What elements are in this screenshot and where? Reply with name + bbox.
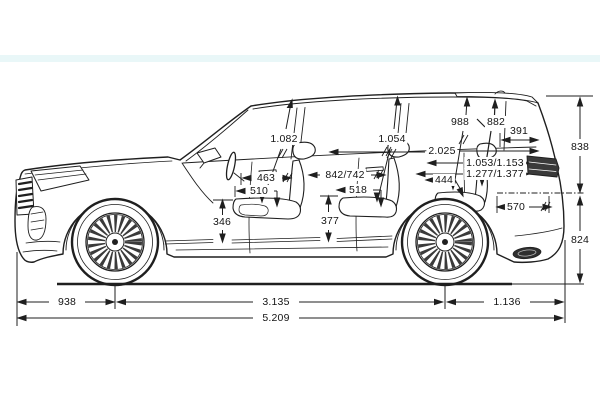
- dashboard-steering: [181, 151, 245, 204]
- dim-label-rear-overhang: 1.136: [491, 295, 523, 309]
- dim-label-row1-headroom: 1.082: [268, 132, 300, 146]
- rear-wheel: [402, 199, 488, 285]
- antenna-fin: [494, 90, 506, 95]
- dim-label-518: 518: [346, 183, 370, 197]
- grille: [15, 176, 35, 216]
- roof-spoiler: [454, 91, 539, 104]
- row2-cushion: [338, 196, 398, 218]
- dim-label-loading-height: 824: [568, 233, 592, 247]
- dim-label-510: 510: [247, 184, 271, 198]
- dim-label-row3-headroom: 988: [448, 115, 472, 129]
- dim-label-570: 570: [504, 200, 528, 214]
- headlight: [30, 165, 90, 192]
- dim-label-cargo-length: 2.025: [426, 144, 458, 158]
- dim-label-spoiler-depth: 391: [509, 124, 529, 137]
- page-divider-band: [0, 55, 600, 62]
- sill-steps: [164, 235, 393, 245]
- front-wheel: [72, 199, 158, 285]
- exhaust-tip: [512, 246, 542, 260]
- dim-label-wheelbase: 3.135: [260, 295, 292, 309]
- side-mirror: [196, 147, 222, 169]
- dim-label-front-overhang: 938: [55, 295, 79, 309]
- dim-label-cargo-length-b: 1.277/1.377: [464, 167, 526, 181]
- dim-label-row2-headroom: 1.054: [376, 132, 408, 146]
- row1-headrest: [292, 141, 316, 160]
- dim-label-cargo-length-a: 1.053/1.153: [464, 156, 526, 170]
- dimension-lines: [16, 95, 593, 326]
- dim-label-346: 346: [210, 215, 234, 229]
- dim-label-463: 463: [254, 171, 278, 185]
- dim-label-opening-height: 838: [568, 140, 592, 154]
- fog-intake: [27, 206, 47, 241]
- dim-label-842-742: 842/742: [323, 168, 367, 182]
- dim-label-cargo-headroom: 882: [484, 115, 508, 129]
- taillight: [526, 155, 560, 178]
- dim-label-377: 377: [318, 214, 342, 228]
- dim-label-overall-length: 5.209: [260, 311, 292, 325]
- dim-label-444: 444: [432, 173, 456, 187]
